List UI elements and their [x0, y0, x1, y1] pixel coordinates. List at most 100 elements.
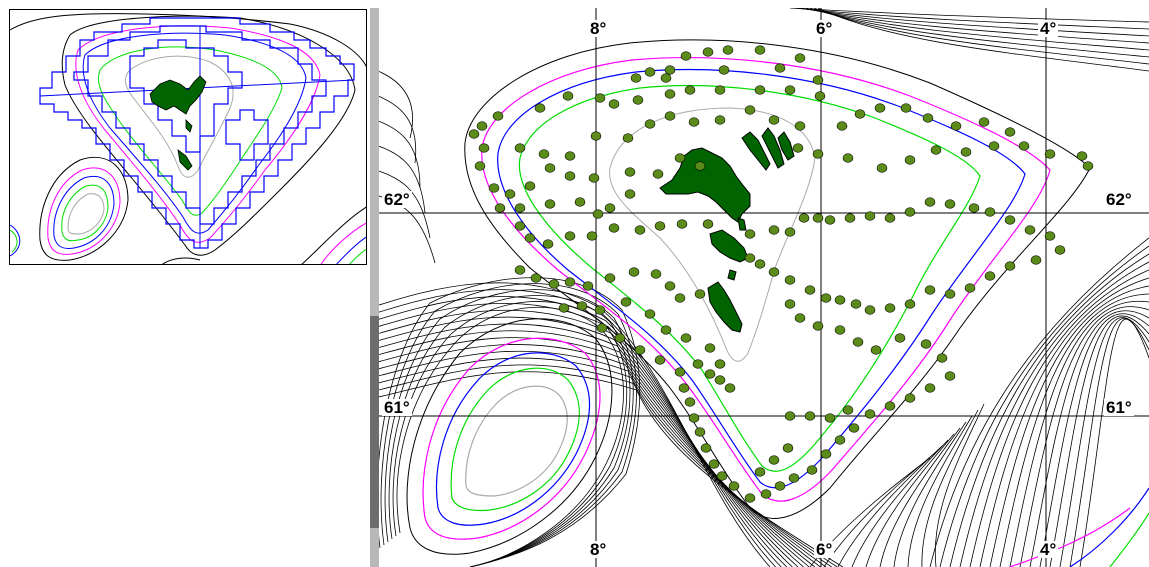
station-dot-icon: [644, 119, 656, 129]
station-dot-icon: [850, 299, 862, 309]
station-dot-icon: [674, 293, 686, 303]
depth-contour: [999, 293, 1149, 567]
lon-label-top-6: 6°: [814, 19, 835, 38]
station-dot-icon: [812, 75, 824, 85]
station-dot-icon: [724, 383, 736, 393]
depth-contour: [370, 192, 436, 264]
station-dot-icon: [716, 471, 728, 481]
station-dot-icon: [968, 203, 980, 213]
depth-contour: [384, 289, 634, 567]
station-dot-icon: [794, 121, 806, 131]
plateau-contour-grey: [609, 107, 816, 362]
station-dot-icon: [754, 85, 766, 95]
island-north: [761, 127, 785, 169]
station-dot-icon: [688, 117, 700, 127]
depth-contour: [370, 282, 771, 567]
depth-contour: [380, 283, 637, 567]
plateau-contour-blue: [497, 69, 1026, 489]
station-dot-icon: [978, 117, 990, 127]
inset-bank-contour-blue: [53, 176, 115, 249]
station-dot-icon: [964, 283, 976, 293]
station-dot-icon: [798, 213, 810, 223]
station-dot-icon: [824, 413, 836, 423]
stations-group: [468, 45, 1094, 503]
station-dot-icon: [754, 45, 766, 55]
station-dot-icon: [544, 199, 556, 209]
station-dot-icon: [474, 161, 486, 171]
station-dot-icon: [874, 103, 886, 113]
station-dot-icon: [824, 215, 836, 225]
vertical-scrollbar[interactable]: [370, 8, 379, 567]
scrollbar-thumb[interactable]: [370, 316, 379, 528]
station-dot-icon: [1004, 127, 1016, 137]
station-dot-icon: [864, 409, 876, 419]
station-dot-icon: [644, 309, 656, 319]
station-dot-icon: [688, 413, 700, 423]
station-dot-icon: [604, 203, 616, 213]
inset-grid-boundary-outer: [39, 17, 355, 249]
station-dot-icon: [904, 155, 916, 165]
depth-contour: [837, 445, 943, 567]
depth-contour: [1079, 318, 1149, 567]
station-dot-icon: [768, 455, 780, 465]
station-dot-icon: [608, 99, 620, 109]
station-dot-icon: [784, 85, 796, 95]
inset-island: [185, 119, 193, 133]
station-dot-icon: [924, 285, 936, 295]
station-dot-icon: [784, 227, 796, 237]
station-dot-icon: [1030, 255, 1042, 265]
station-dot-icon: [494, 203, 506, 213]
lon-label-bottom-6: 6°: [814, 540, 835, 559]
plateau-contour-magenta: [481, 57, 1051, 502]
station-dot-icon: [652, 169, 664, 179]
depth-contour: [979, 277, 1149, 567]
depth-contour: [949, 253, 1149, 567]
inset-bank-contour-magenta: [47, 167, 121, 255]
station-dot-icon: [514, 221, 526, 231]
station-dot-icon: [632, 95, 644, 105]
station-dot-icon: [684, 397, 696, 407]
station-dot-icon: [930, 145, 942, 155]
inset-depth-contour: [10, 13, 366, 68]
depth-contour: [370, 330, 810, 567]
inset-island: [149, 75, 207, 115]
station-dot-icon: [504, 189, 516, 199]
station-dot-icon: [1018, 141, 1030, 151]
station-dot-icon: [576, 301, 588, 311]
station-dot-icon: [842, 153, 854, 163]
station-dot-icon: [594, 93, 606, 103]
inset-map: [9, 9, 367, 265]
station-dot-icon: [944, 289, 956, 299]
depth-contour: [370, 316, 799, 567]
inset-bank-contour-green: [61, 184, 109, 242]
depth-contour: [370, 344, 821, 567]
edge-contour: [1109, 512, 1149, 567]
inset-edge-contour: [349, 248, 366, 264]
station-dot-icon: [820, 449, 832, 459]
station-dot-icon: [744, 229, 756, 239]
station-dot-icon: [650, 269, 662, 279]
station-dot-icon: [564, 277, 576, 287]
station-dot-icon: [708, 459, 720, 469]
station-dot-icon: [476, 121, 488, 131]
depth-contour: [370, 309, 793, 567]
station-dot-icon: [922, 113, 934, 123]
station-dot-icon: [680, 51, 692, 61]
station-dot-icon: [924, 383, 936, 393]
depth-contour: [939, 245, 1149, 567]
depth-contour: [851, 439, 949, 567]
station-dot-icon: [492, 111, 504, 121]
depth-contour: [370, 296, 782, 567]
station-dot-icon: [590, 131, 602, 141]
station-dot-icon: [634, 225, 646, 235]
station-dot-icon: [548, 279, 560, 289]
station-dot-icon: [674, 153, 686, 163]
station-dot-icon: [704, 343, 716, 353]
station-dot-icon: [728, 481, 740, 491]
depth-contour: [1009, 300, 1149, 567]
depth-contour: [797, 8, 1149, 37]
lon-label-bottom-8: 8°: [588, 540, 609, 559]
lat-label-left-62: 62°: [382, 190, 412, 209]
inset-contour-grey: [124, 55, 234, 178]
bank-contour-black: [406, 318, 613, 555]
